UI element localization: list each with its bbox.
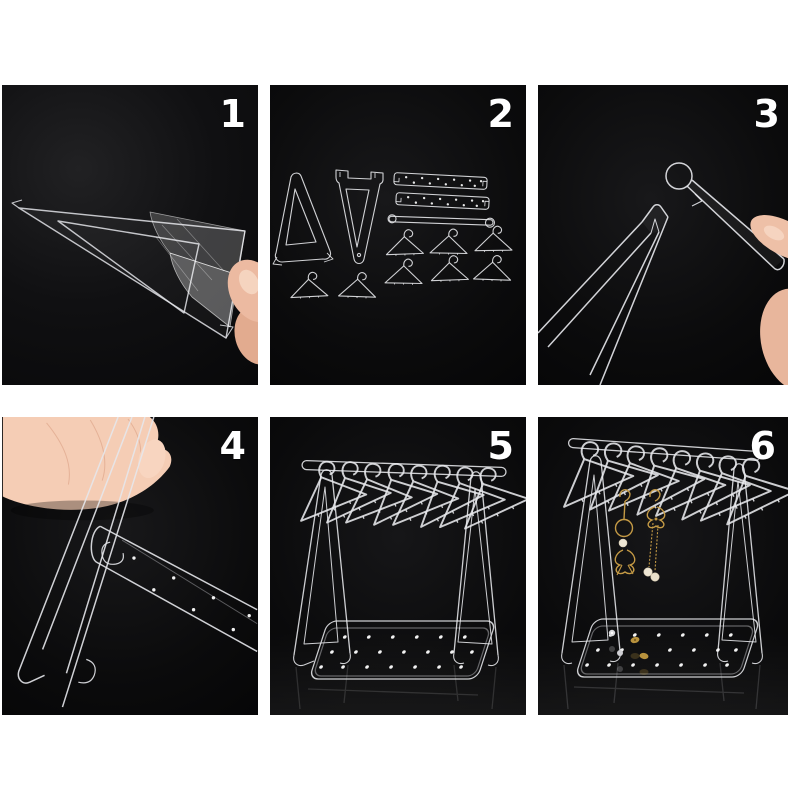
protective-film [149,211,246,328]
step-4-photo: 4 [2,417,258,715]
hole-bar-attaching [90,525,258,653]
step-5-photo: 5 [270,417,526,715]
base-tray [310,620,495,680]
left-side-frame [293,469,351,667]
dangle-earring-right [643,489,666,582]
hanging-rod-part [387,214,496,228]
step-6-photo: 6 [538,417,788,715]
top-rod [567,437,761,462]
hole-bar-2-part [395,192,490,210]
step-number: 1 [219,92,246,136]
step-2-illustration [272,169,513,300]
step-number: 3 [753,92,780,136]
base-tray [576,618,759,678]
step-3-photo: 3 [538,85,788,385]
step-3-illustration [538,162,788,385]
floor-reflection [295,664,497,710]
side-panel-a-part [272,172,334,266]
acrylic-side-panel-corner [538,204,669,385]
hand-fingers [750,215,788,385]
side-panel-b-part [335,169,384,265]
step-4-illustration [2,417,258,708]
step-number: 5 [487,424,514,468]
dangle-earring-left [614,489,636,576]
hand [2,417,172,521]
step-number: 2 [487,92,514,136]
mini-hangers-set [289,225,513,300]
step-number: 4 [219,424,246,468]
step-number: 6 [749,424,776,468]
step-1-photo: 1 [2,85,258,385]
hole-bar-1-part [393,172,488,190]
connector-rod [665,162,785,271]
step-2-photo: 2 [270,85,526,385]
step-1-illustration [11,199,258,365]
stud-earrings-in-tray [608,629,649,675]
floor-reflection [563,662,761,710]
acrylic-side-panel-vertical [17,417,155,708]
step-6-illustration [542,429,788,710]
hand-fingertip [227,259,258,365]
right-side-frame [453,471,499,667]
step-5-illustration [282,450,526,710]
